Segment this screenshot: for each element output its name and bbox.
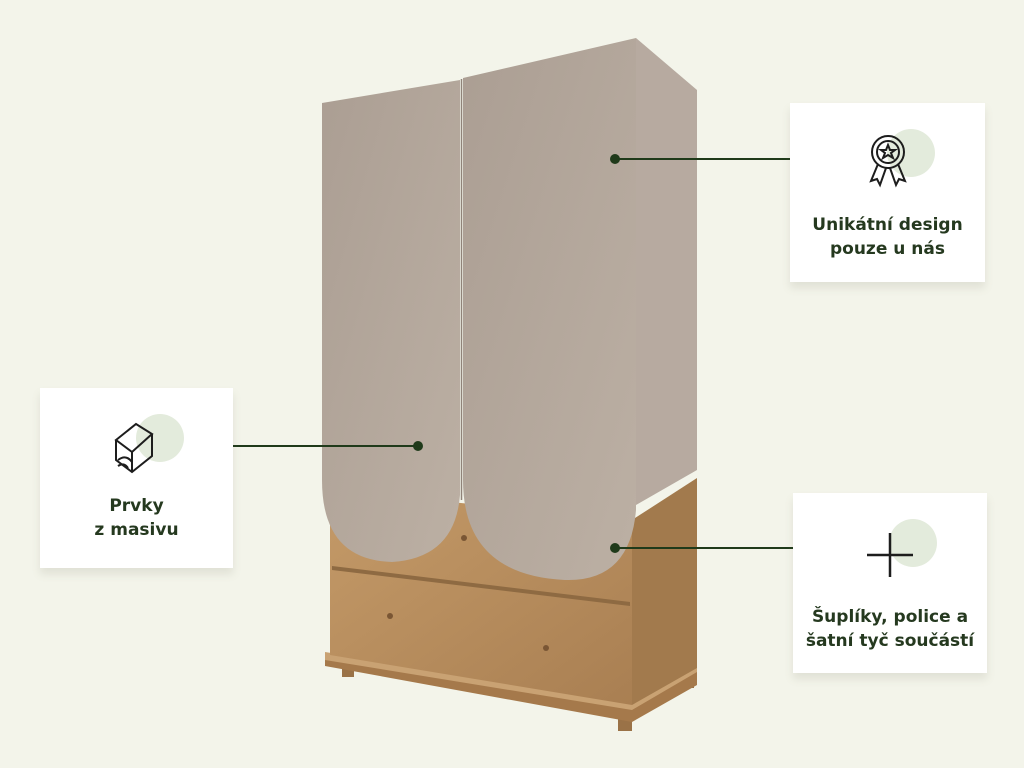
- knob: [461, 535, 467, 541]
- feature-card-design: Unikátní design pouze u nás: [790, 103, 985, 282]
- cabinet-side: [636, 38, 697, 505]
- feature-card-accessories: Šuplíky, police a šatní tyč součástí: [793, 493, 987, 673]
- plus-icon: [855, 519, 937, 581]
- right-door: [463, 38, 636, 581]
- connector-dot: [413, 441, 423, 451]
- feature-card-solid-wood: Prvky z masivu: [40, 388, 233, 568]
- left-door: [322, 80, 460, 562]
- feature-title-line: šatní tyč součástí: [805, 631, 975, 651]
- knob: [543, 645, 549, 651]
- oak-side: [632, 478, 697, 705]
- connector-dot: [610, 154, 620, 164]
- knob: [387, 613, 393, 619]
- feature-title-line: z masivu: [94, 520, 179, 540]
- feature-title-line: Šuplíky, police a: [811, 607, 969, 627]
- wood-log-icon: [102, 414, 184, 476]
- feature-title-line: pouze u nás: [829, 239, 945, 259]
- feature-title: Šuplíky, police a šatní tyč součástí: [793, 605, 987, 653]
- feature-title: Prvky z masivu: [40, 494, 233, 542]
- feature-title-line: Unikátní design: [812, 215, 963, 235]
- icon-backdrop: [889, 519, 937, 567]
- drawer-gap: [332, 566, 630, 606]
- feature-title: Unikátní design pouze u nás: [790, 213, 985, 261]
- connector-dot: [610, 543, 620, 553]
- icon-backdrop: [135, 414, 184, 462]
- award-ribbon-icon: [853, 129, 935, 191]
- feature-title-line: Prvky: [109, 496, 164, 516]
